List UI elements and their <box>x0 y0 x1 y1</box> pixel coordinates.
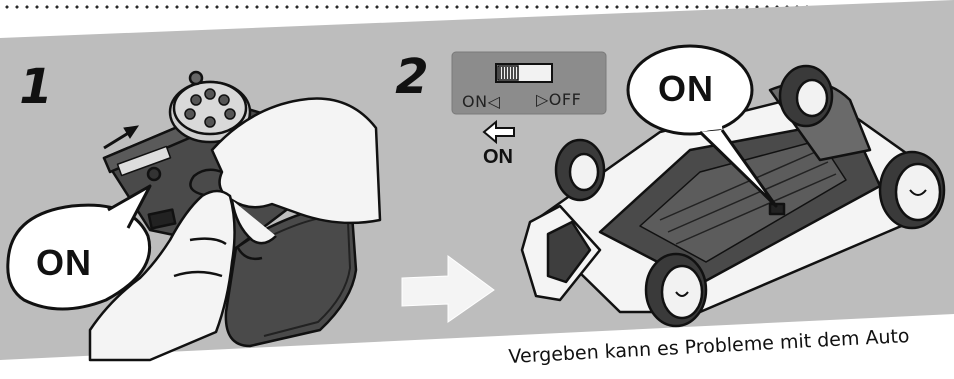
wheel-rear-left <box>780 66 832 126</box>
wheel-front-left <box>556 140 604 200</box>
wheel-front-right <box>646 254 706 326</box>
wheel-rear-right <box>880 152 944 228</box>
step-2-callout-label: ON <box>658 68 714 110</box>
